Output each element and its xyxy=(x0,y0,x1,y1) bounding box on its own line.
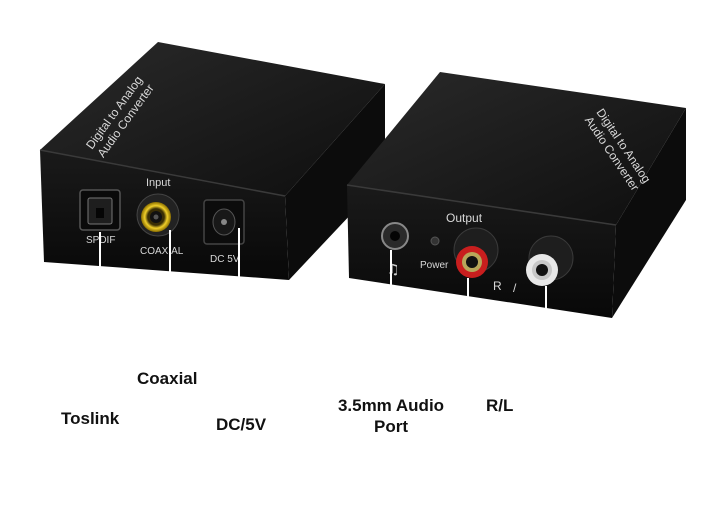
rca-white-port xyxy=(526,235,574,286)
rca-red-port xyxy=(453,227,499,278)
dc-port xyxy=(203,199,245,245)
dc-port-label: DC 5V xyxy=(210,254,240,265)
converter-left: Digital to Analog Audio Converter SPDIF … xyxy=(39,42,385,280)
output-label: Output xyxy=(446,211,483,225)
audio-port-callout-line-2: Port xyxy=(374,417,408,436)
headphone-icon: ♫ xyxy=(387,262,400,278)
slash-label: / xyxy=(513,281,517,295)
toslink-port xyxy=(79,189,121,231)
input-label: Input xyxy=(146,177,170,189)
toslink-callout: Toslink xyxy=(61,409,120,428)
r-label: R xyxy=(493,279,502,293)
power-led xyxy=(430,236,440,246)
converter-right-side xyxy=(612,108,686,318)
callout-lines xyxy=(99,228,547,405)
coaxial-port-label: COAXIAL xyxy=(140,246,184,257)
converter-right: Digital to Analog Audio Converter ♫ Powe… xyxy=(346,72,686,318)
rl-callout: R/L xyxy=(486,396,514,415)
rl-callout-line xyxy=(467,278,547,327)
coaxial-callout: Coaxial xyxy=(137,369,198,388)
audio-port-callout-line-1: 3.5mm Audio xyxy=(337,396,445,415)
converter-right-top xyxy=(347,72,686,225)
dc-callout: DC/5V xyxy=(216,415,267,434)
coaxial-port xyxy=(136,193,180,237)
converter-left-side xyxy=(285,84,385,280)
audio-port-callout: 3.5mm Audio Port xyxy=(322,395,460,437)
headphone-jack xyxy=(381,222,409,250)
converter-left-top xyxy=(40,42,385,196)
power-label: Power xyxy=(420,260,449,271)
